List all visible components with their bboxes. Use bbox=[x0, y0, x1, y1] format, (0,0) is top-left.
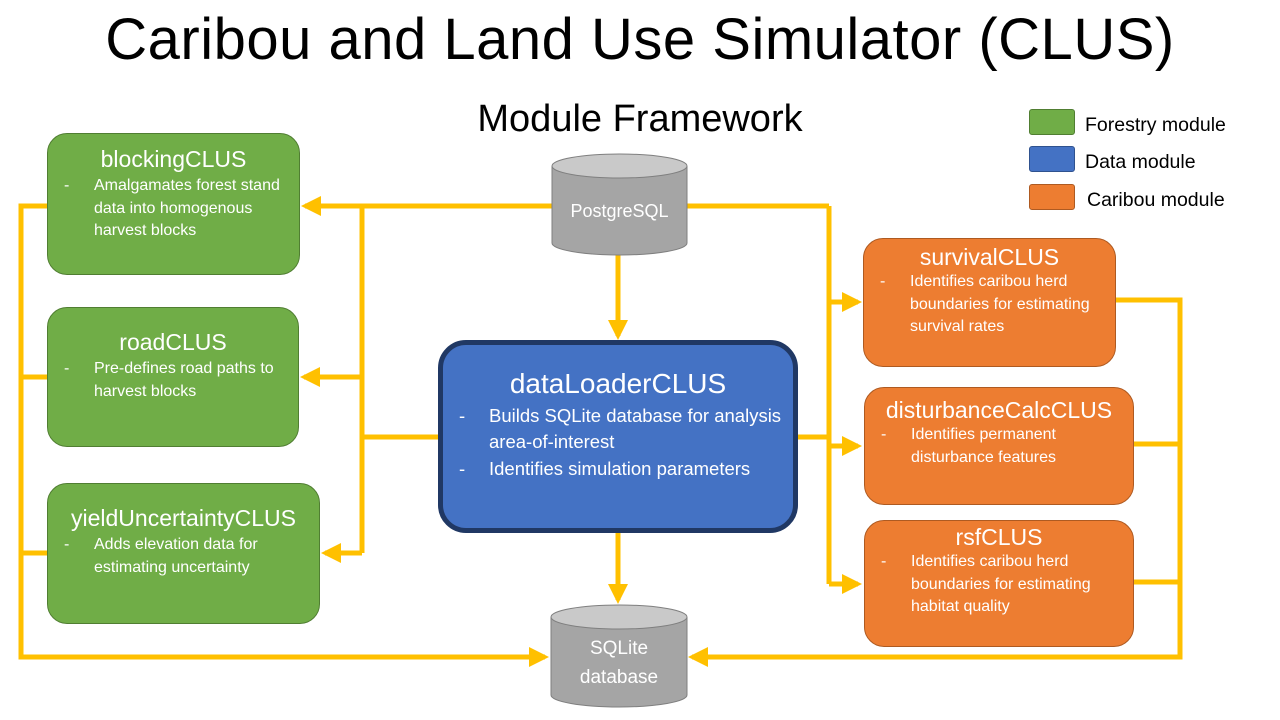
legend-swatch-caribou bbox=[1029, 184, 1075, 210]
module-title: blockingCLUS bbox=[100, 146, 247, 172]
module-title: rsfCLUS bbox=[955, 524, 1043, 550]
module-title: survivalCLUS bbox=[919, 244, 1060, 270]
module-bullet: Identifies caribou herd boundaries for e… bbox=[881, 551, 1125, 619]
module-rsfclus: rsfCLUS Identifies caribou herd boundari… bbox=[864, 520, 1134, 647]
module-bullet: Amalgamates forest stand data into homog… bbox=[64, 175, 291, 243]
legend-label-data: Data module bbox=[1085, 151, 1196, 173]
database-cylinder-icon bbox=[550, 604, 688, 708]
line-left-outer bbox=[18, 203, 549, 667]
legend-label-caribou: Caribou module bbox=[1087, 189, 1225, 211]
module-dataloaderclus: dataLoaderCLUS Builds SQLite database fo… bbox=[438, 340, 798, 533]
module-disturbancecalcclus: disturbanceCalcCLUS Identifies permanent… bbox=[864, 387, 1134, 505]
page-title: Caribou and Land Use Simulator (CLUS) bbox=[105, 7, 1175, 72]
line-right-outer bbox=[688, 297, 1183, 667]
module-title: dataLoaderCLUS bbox=[509, 368, 727, 399]
sqlite-label-line2: database bbox=[579, 667, 659, 688]
module-bullet: Identifies caribou herd boundaries for e… bbox=[880, 271, 1107, 339]
module-bullet: Pre-defines road paths to harvest blocks bbox=[64, 358, 290, 403]
legend-swatch-data bbox=[1029, 146, 1075, 172]
postgresql-label: PostgreSQL bbox=[570, 201, 669, 221]
module-blockingclus: blockingCLUS Amalgamates forest stand da… bbox=[47, 133, 300, 275]
module-bullet: Identifies simulation parameters bbox=[459, 456, 785, 482]
module-bullet: Adds elevation data for estimating uncer… bbox=[64, 534, 311, 579]
sqlite-database: SQLite database bbox=[550, 604, 688, 708]
database-cylinder-icon bbox=[551, 153, 688, 256]
module-title: yieldUncertaintyCLUS bbox=[71, 505, 296, 531]
postgresql-database: PostgreSQL bbox=[551, 153, 688, 256]
module-yielduncertaintyclus: yieldUncertaintyCLUS Adds elevation data… bbox=[47, 483, 320, 624]
legend-label-forestry: Forestry module bbox=[1085, 114, 1226, 136]
module-bullet: Builds SQLite database for analysis area… bbox=[459, 403, 785, 455]
legend-swatch-forestry bbox=[1029, 109, 1075, 135]
sqlite-label-line1: SQLite bbox=[589, 638, 649, 659]
module-title: roadCLUS bbox=[119, 329, 227, 355]
module-roadclus: roadCLUS Pre-defines road paths to harve… bbox=[47, 307, 299, 447]
page-subtitle: Module Framework bbox=[477, 98, 803, 140]
module-survivalclus: survivalCLUS Identifies caribou herd bou… bbox=[863, 238, 1116, 367]
module-bullet: Identifies permanent disturbance feature… bbox=[881, 424, 1125, 469]
module-title: disturbanceCalcCLUS bbox=[885, 397, 1113, 423]
